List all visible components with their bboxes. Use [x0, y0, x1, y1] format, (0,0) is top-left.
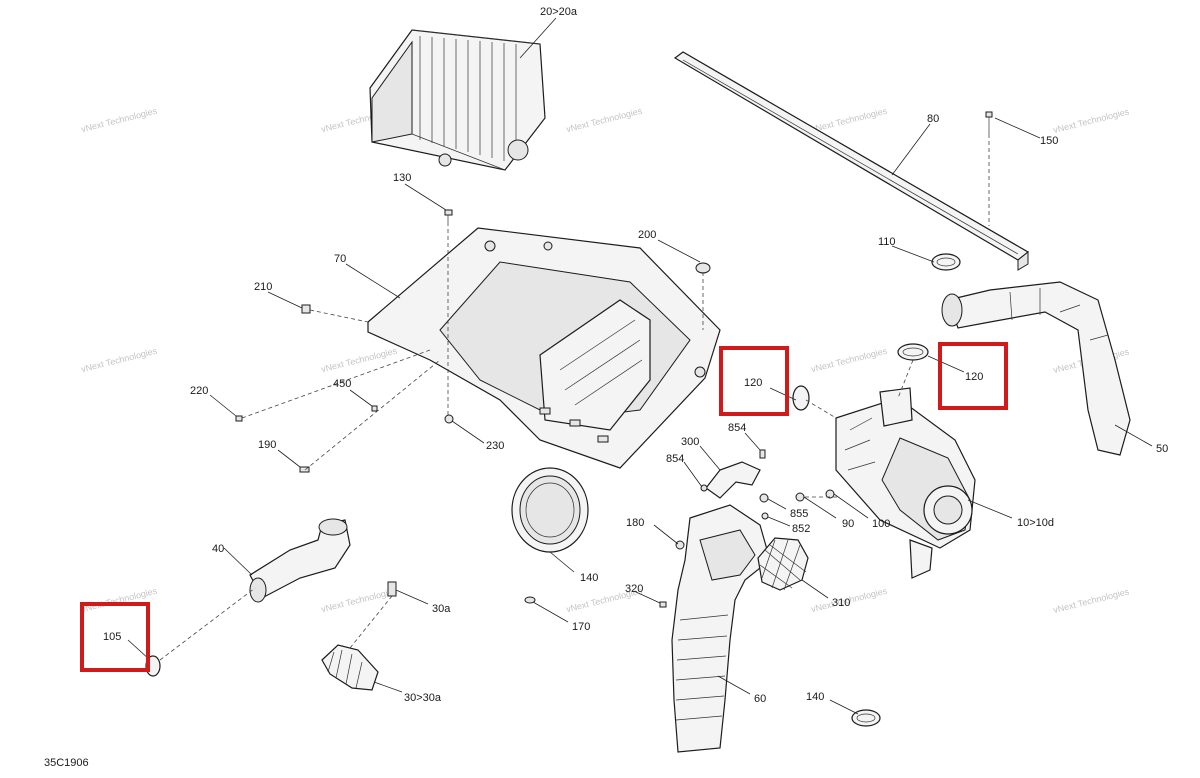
part-20-intercooler — [369, 29, 546, 171]
part-130-screw — [444, 209, 453, 222]
callout-90: 90 — [842, 518, 854, 530]
callout-170: 170 — [572, 621, 590, 633]
watermark: vNext Technologies — [810, 346, 888, 375]
highlight-box-120-left — [719, 346, 789, 416]
callout-120-right: 120 — [965, 371, 983, 383]
callout-210: 210 — [254, 281, 272, 293]
part-30-boot — [321, 644, 379, 691]
callout-140-center: 140 — [580, 572, 598, 584]
callout-190: 190 — [258, 439, 276, 451]
parts-90-100 — [795, 489, 835, 502]
watermark: vNext Technologies — [1052, 106, 1130, 135]
watermark: vNext Technologies — [80, 346, 158, 375]
part-50-hose — [941, 281, 1131, 456]
callout-50: 50 — [1156, 443, 1168, 455]
part-40-hose — [249, 518, 351, 603]
part-200-grommet — [695, 262, 711, 274]
callout-854-left: 854 — [666, 453, 684, 465]
callout-180: 180 — [626, 517, 644, 529]
part-10-air-filter — [835, 387, 976, 579]
part-110-clamp — [931, 253, 961, 271]
small-hardware-854 — [700, 449, 769, 520]
callout-450: 450 — [333, 378, 351, 390]
callout-855: 855 — [790, 508, 808, 520]
callout-labels: 20>20a 80 150 130 200 110 70 210 120 120… — [44, 6, 1168, 769]
part-150-bolt — [985, 111, 993, 134]
highlight-box-105 — [80, 602, 150, 672]
part-70-housing — [367, 227, 721, 469]
callout-10: 10>10d — [1017, 517, 1054, 529]
highlight-boxes — [80, 342, 1008, 672]
highlight-box-120-right — [938, 342, 1008, 410]
callout-120-left: 120 — [744, 377, 762, 389]
callout-30a: 30a — [432, 603, 451, 615]
part-120-clamp-left — [792, 385, 810, 411]
callout-230: 230 — [486, 440, 504, 452]
callout-300: 300 — [681, 436, 699, 448]
part-140-clamp-lower — [851, 709, 881, 727]
callout-150: 150 — [1040, 135, 1058, 147]
watermark: vNext Technologies — [1052, 586, 1130, 615]
small-fasteners-lower — [524, 540, 685, 608]
leader-lines — [127, 17, 1153, 715]
callout-20: 20>20a — [540, 6, 578, 18]
watermark: vNext Technologies — [320, 346, 398, 375]
diagram-code: 35C1906 — [44, 757, 89, 769]
part-30a-sensor — [387, 581, 397, 597]
watermark: vNext Technologies — [320, 586, 398, 615]
part-310-screen — [757, 537, 809, 591]
watermark: vNext Technologies — [80, 106, 158, 135]
callout-852: 852 — [792, 523, 810, 535]
callout-40: 40 — [212, 543, 224, 555]
watermark: vNext Technologies — [565, 106, 643, 135]
part-140-ring — [511, 467, 589, 553]
part-210-clip — [301, 304, 311, 314]
callout-105: 105 — [103, 631, 121, 643]
callout-70: 70 — [334, 253, 346, 265]
callout-854-top: 854 — [728, 422, 746, 434]
callout-200: 200 — [638, 229, 656, 241]
assembly-lines — [159, 134, 990, 661]
small-fasteners — [235, 405, 454, 473]
part-80-rail — [673, 51, 1030, 271]
part-60-duct — [671, 504, 771, 753]
callout-80: 80 — [927, 113, 939, 125]
callout-140-lower: 140 — [806, 691, 824, 703]
part-120-clamp-right — [897, 343, 929, 361]
watermark: vNext Technologies — [810, 106, 888, 135]
part-300-bracket — [705, 461, 761, 499]
callout-130: 130 — [393, 172, 411, 184]
callout-220: 220 — [190, 385, 208, 397]
callout-100: 100 — [872, 518, 890, 530]
callout-320: 320 — [625, 583, 643, 595]
callout-30: 30>30a — [404, 692, 442, 704]
callout-110: 110 — [878, 236, 896, 248]
callout-60: 60 — [754, 693, 766, 705]
callout-310: 310 — [832, 597, 850, 609]
